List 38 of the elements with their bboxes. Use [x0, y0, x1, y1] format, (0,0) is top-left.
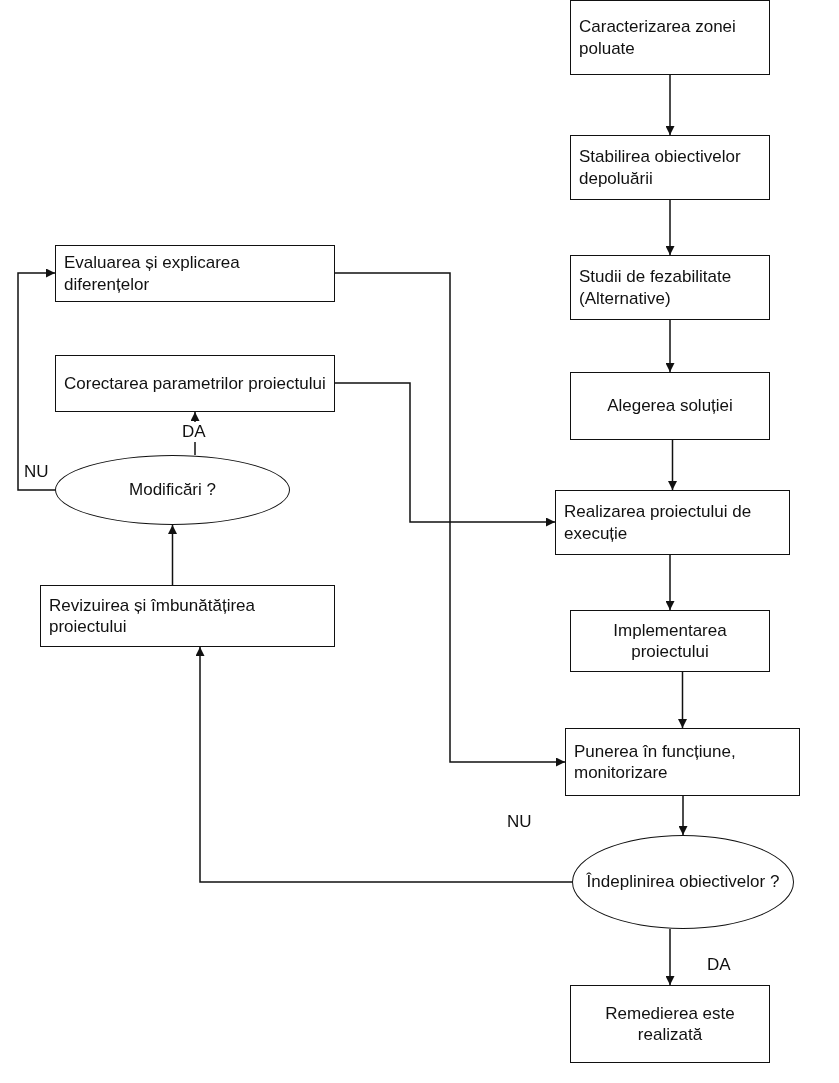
edge-label: DA: [180, 422, 208, 442]
node-text: Stabilirea obiectivelor depoluării: [579, 146, 742, 189]
process-box: [55, 355, 335, 412]
arrow: [665, 554, 675, 611]
node-text: Implementarea proiectului: [612, 619, 728, 663]
node-text: Revizuirea și îmbunătățirea proiectului: [49, 594, 256, 638]
arrow: [665, 319, 675, 373]
arrow: [678, 671, 687, 729]
process-box: [555, 490, 790, 555]
process-box: [40, 585, 335, 647]
node-text: Remedierea este realizată: [604, 1002, 736, 1046]
process-box: [570, 372, 770, 440]
arrow: [665, 74, 675, 136]
arrow: [168, 524, 177, 586]
arrow: [195, 646, 573, 883]
process-box: [565, 728, 800, 796]
node-text: Modificări ?: [129, 479, 216, 501]
process-box: [570, 0, 770, 75]
node-text: Punerea în funcțiune, monitorizare: [574, 740, 737, 784]
node-text: Evaluarea și explicarea diferențelor: [64, 252, 241, 295]
arrow: [17, 268, 56, 491]
arrow: [668, 439, 677, 491]
node-text: Corectarea parametrilor proiectului: [64, 372, 326, 395]
arrow: [665, 928, 675, 986]
node-text: Realizarea proiectului de execuție: [564, 501, 753, 544]
process-box: [570, 610, 770, 672]
process-box: [570, 135, 770, 200]
arrow: [334, 272, 566, 767]
arrow: [665, 199, 675, 256]
node-text: Studii de fezabilitate (Alternative): [579, 266, 733, 309]
node-text: Îndeplinirea obiectivelor ?: [586, 871, 780, 893]
arrow: [678, 795, 688, 836]
node-text: Caracterizarea zonei poluate: [579, 16, 737, 59]
process-box: [570, 255, 770, 320]
process-box: [55, 245, 335, 302]
process-box: [570, 985, 770, 1063]
node-text: Alegerea soluției: [607, 395, 733, 417]
arrow: [334, 382, 556, 527]
